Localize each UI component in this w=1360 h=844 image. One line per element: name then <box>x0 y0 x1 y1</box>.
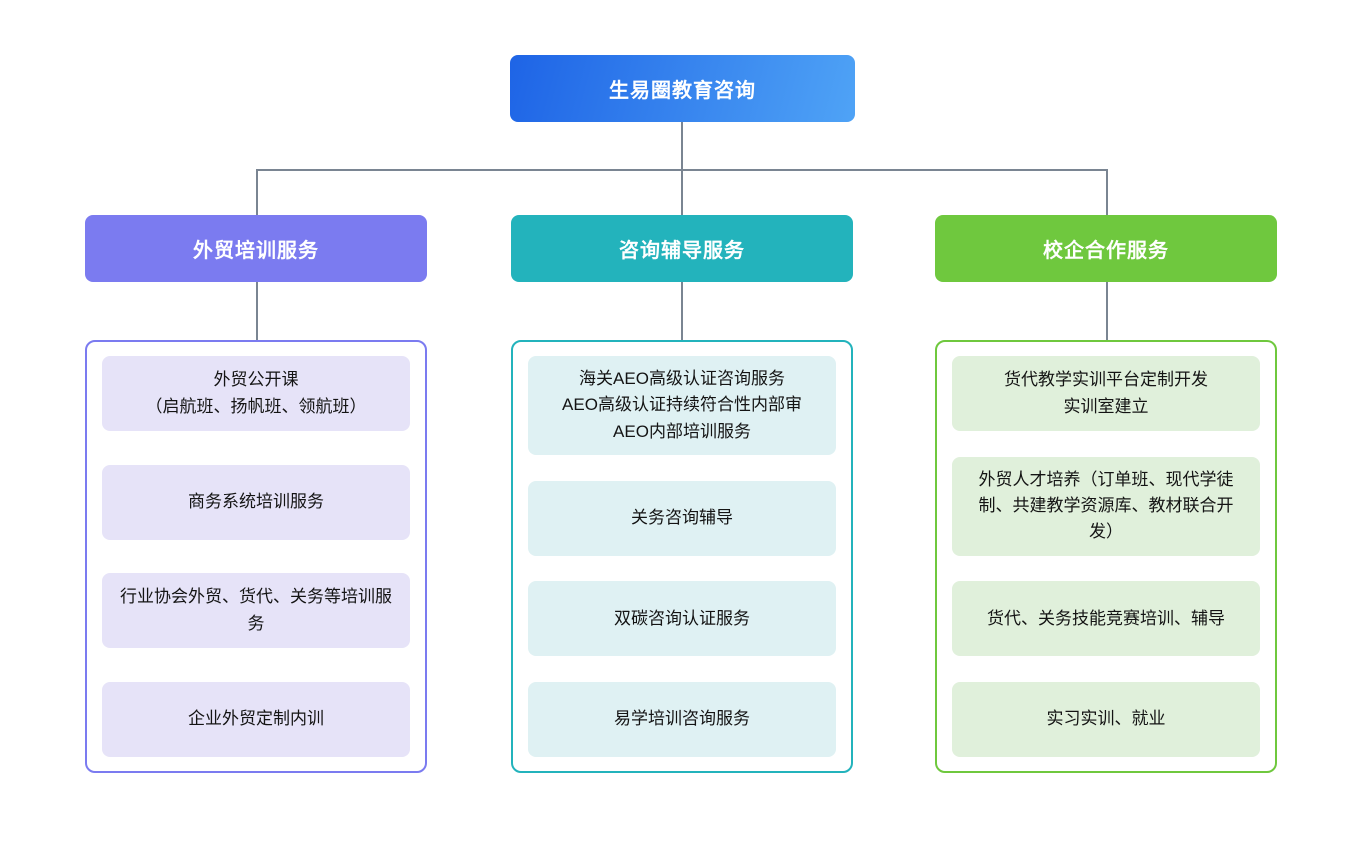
branch-header-school-enterprise-cooperation: 校企合作服务 <box>935 215 1277 282</box>
connector-drop-branch-3 <box>1106 169 1108 216</box>
root-node: 生易圈教育咨询 <box>510 55 855 122</box>
connector-header-container-2 <box>681 282 683 340</box>
connector-root-vertical <box>681 122 683 169</box>
branch-header-foreign-trade-training: 外贸培训服务 <box>85 215 427 282</box>
service-item: 易学培训咨询服务 <box>528 682 836 757</box>
service-item: 货代教学实训平台定制开发 实训室建立 <box>952 356 1260 431</box>
branch-header-consulting-coaching: 咨询辅导服务 <box>511 215 853 282</box>
service-item: 外贸公开课 （启航班、扬帆班、领航班） <box>102 356 410 431</box>
service-item: 关务咨询辅导 <box>528 480 836 556</box>
service-item: 商务系统培训服务 <box>102 464 410 540</box>
service-item: 外贸人才培养（订单班、现代学徒制、共建教学资源库、教材联合开发） <box>952 456 1260 556</box>
connector-drop-branch-1 <box>256 169 258 216</box>
service-item: 海关AEO高级认证咨询服务 AEO高级认证持续符合性内部审 AEO内部培训服务 <box>528 356 836 456</box>
branch-container-consulting-coaching: 海关AEO高级认证咨询服务 AEO高级认证持续符合性内部审 AEO内部培训服务 … <box>511 340 853 773</box>
connector-drop-branch-2 <box>681 169 683 216</box>
connector-header-container-1 <box>256 282 258 340</box>
service-item: 双碳咨询认证服务 <box>528 581 836 657</box>
service-item: 实习实训、就业 <box>952 682 1260 757</box>
service-item: 企业外贸定制内训 <box>102 681 410 757</box>
branch-container-foreign-trade-training: 外贸公开课 （启航班、扬帆班、领航班） 商务系统培训服务 行业协会外贸、货代、关… <box>85 340 427 773</box>
connector-header-container-3 <box>1106 282 1108 340</box>
branch-container-school-enterprise-cooperation: 货代教学实训平台定制开发 实训室建立 外贸人才培养（订单班、现代学徒制、共建教学… <box>935 340 1277 773</box>
service-item: 货代、关务技能竞赛培训、辅导 <box>952 581 1260 657</box>
service-item: 行业协会外贸、货代、关务等培训服务 <box>102 573 410 649</box>
